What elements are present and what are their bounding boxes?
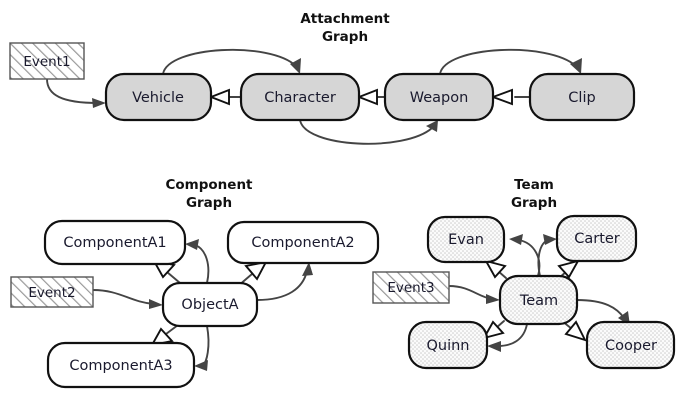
node-quinn-label: Quinn bbox=[426, 338, 469, 354]
team-graph: Team Graph bbox=[372, 177, 676, 370]
edge-clip-to-weapon bbox=[490, 88, 531, 106]
node-cooper-label: Cooper bbox=[605, 338, 657, 354]
edge-team-to-evan-hollow bbox=[484, 259, 507, 279]
edge-weapon-to-clip bbox=[439, 48, 582, 75]
node-componentA1-label: ComponentA1 bbox=[63, 235, 166, 251]
node-team[interactable]: Team bbox=[498, 274, 579, 326]
edge-character-to-weapon bbox=[299, 119, 438, 145]
component-graph-title-line1: Component bbox=[165, 177, 253, 193]
node-clip-label: Clip bbox=[568, 90, 595, 106]
edge-team-to-quinn-hollow bbox=[482, 320, 505, 340]
node-componentA3[interactable]: ComponentA3 bbox=[46, 341, 196, 389]
edge-team-to-quinn-solid bbox=[487, 323, 528, 352]
event-node-event2-label: Event2 bbox=[28, 285, 75, 301]
node-character[interactable]: Character bbox=[239, 72, 361, 122]
node-weapon[interactable]: Weapon bbox=[383, 72, 495, 122]
edge-objectA-to-componentA2-solid bbox=[256, 262, 313, 301]
component-graph: Component Graph bbox=[10, 177, 380, 389]
edge-weapon-to-character bbox=[356, 88, 386, 106]
edge-event3-to-team bbox=[448, 285, 500, 304]
node-clip[interactable]: Clip bbox=[528, 72, 636, 122]
node-objectA-label: ObjectA bbox=[181, 297, 238, 313]
edge-team-to-carter-solid bbox=[537, 234, 557, 277]
node-carter-label: Carter bbox=[574, 231, 620, 247]
event-node-event3-label: Event3 bbox=[387, 280, 434, 296]
node-evan-label: Evan bbox=[448, 232, 484, 248]
node-vehicle[interactable]: Vehicle bbox=[104, 72, 213, 122]
edge-objectA-to-componentA3-solid bbox=[194, 325, 210, 371]
event-node-event1-label: Event1 bbox=[23, 54, 70, 70]
node-componentA1[interactable]: ComponentA1 bbox=[43, 219, 187, 266]
attachment-graph-title-line1: Attachment bbox=[300, 11, 390, 27]
node-carter[interactable]: Carter bbox=[555, 214, 638, 263]
edge-objectA-to-componentA1-solid bbox=[185, 239, 210, 284]
team-graph-title-line1: Team bbox=[514, 177, 554, 193]
node-quinn[interactable]: Quinn bbox=[407, 320, 489, 370]
attachment-graph-title-line2: Graph bbox=[322, 29, 368, 45]
event-node-event2[interactable]: Event2 bbox=[10, 276, 94, 308]
node-componentA2-label: ComponentA2 bbox=[251, 235, 354, 251]
edge-event1-to-vehicle bbox=[46, 78, 106, 108]
node-componentA3-label: ComponentA3 bbox=[69, 358, 172, 374]
edge-team-to-evan-solid bbox=[509, 234, 541, 277]
edge-event2-to-objectA bbox=[92, 289, 163, 309]
component-graph-title-line2: Graph bbox=[186, 195, 232, 211]
team-graph-title-line2: Graph bbox=[511, 195, 557, 211]
node-componentA2[interactable]: ComponentA2 bbox=[226, 220, 380, 265]
node-weapon-label: Weapon bbox=[410, 90, 469, 106]
node-cooper[interactable]: Cooper bbox=[585, 320, 676, 370]
node-character-label: Character bbox=[264, 90, 336, 106]
node-team-label: Team bbox=[519, 293, 558, 309]
attachment-graph: Attachment Graph bbox=[9, 11, 636, 145]
edge-vehicle-to-character bbox=[162, 48, 301, 75]
node-objectA[interactable]: ObjectA bbox=[161, 281, 259, 328]
edge-character-to-vehicle bbox=[208, 88, 242, 106]
node-vehicle-label: Vehicle bbox=[132, 90, 184, 106]
node-evan[interactable]: Evan bbox=[426, 215, 506, 264]
event-node-event1[interactable]: Event1 bbox=[9, 42, 85, 80]
event-node-event3[interactable]: Event3 bbox=[372, 271, 450, 304]
